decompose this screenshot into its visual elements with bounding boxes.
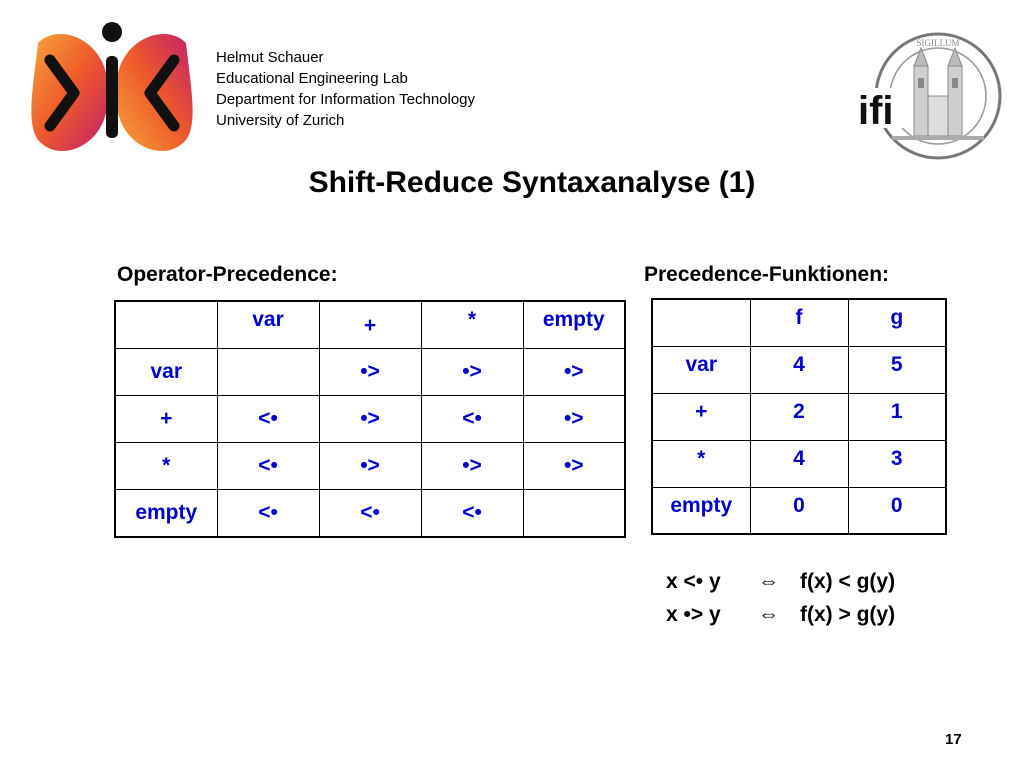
table-cell: •>: [522, 394, 626, 444]
table-row: + <• •> <• •>: [114, 394, 626, 444]
table-cell: •>: [420, 347, 524, 396]
table-row: * 4 3: [651, 439, 947, 488]
table-cell: •>: [318, 394, 422, 444]
table-cell: •>: [522, 442, 626, 491]
table-cell: <•: [216, 489, 320, 538]
page-number: 17: [945, 731, 962, 748]
svg-text:ifi: ifi: [858, 89, 894, 133]
ik-logo: [28, 18, 196, 164]
corner-cell: [114, 300, 218, 349]
table-row: var 4 5: [651, 345, 947, 394]
row-header: +: [114, 394, 218, 444]
row-header: var: [651, 345, 751, 394]
author-name: Helmut Schauer: [216, 49, 324, 66]
table-cell: 1: [847, 392, 947, 441]
precedence-functions-label: Precedence-Funktionen:: [644, 263, 890, 286]
table-cell: [522, 489, 626, 538]
table-cell: [216, 347, 320, 396]
table-cell: 4: [749, 439, 849, 488]
relation-left: x <• y: [666, 570, 721, 593]
table-cell: 2: [749, 392, 849, 441]
table-cell: •>: [318, 442, 422, 491]
corner-cell: [651, 298, 751, 347]
table-header-row: f g: [651, 298, 947, 347]
table-cell: •>: [522, 347, 626, 396]
svg-text:SIGILLUM: SIGILLUM: [917, 38, 960, 48]
operator-precedence-table: var + * empty var •> •> •> + <• •> <• •>…: [114, 300, 626, 538]
relation-left: x •> y: [666, 603, 721, 626]
equivalence-icon: ⇔: [758, 603, 779, 626]
table-cell: •>: [420, 442, 524, 491]
university-name: University of Zurich: [216, 112, 345, 129]
row-header: empty: [114, 489, 218, 538]
header-cell: g: [847, 298, 947, 347]
slide-title: Shift-Reduce Syntaxanalyse (1): [308, 166, 756, 199]
operator-precedence-label: Operator-Precedence:: [117, 263, 338, 286]
equivalence-icon: ⇔: [758, 570, 779, 593]
table-cell: <•: [216, 394, 320, 444]
table-header-row: var + * empty: [114, 300, 626, 349]
header-cell: empty: [522, 300, 626, 349]
table-row: + 2 1: [651, 392, 947, 441]
table-row: empty <• <• <•: [114, 489, 626, 538]
table-cell: 5: [847, 345, 947, 394]
table-cell: 4: [749, 345, 849, 394]
row-header: var: [114, 347, 218, 396]
header-cell: var: [216, 300, 320, 349]
row-header: *: [114, 442, 218, 491]
author-info: Helmut Schauer Educational Engineering L…: [216, 47, 475, 131]
table-cell: 3: [847, 439, 947, 488]
relation-right: f(x) > g(y): [800, 603, 896, 626]
precedence-functions-table: f g var 4 5 + 2 1 * 4 3 empty 0 0: [651, 298, 947, 535]
table-row: empty 0 0: [651, 486, 947, 535]
department-name: Department for Information Technology: [216, 91, 476, 108]
row-header: +: [651, 392, 751, 441]
table-cell: <•: [420, 394, 524, 444]
header-cell: +: [318, 300, 422, 349]
table-row: var •> •> •>: [114, 347, 626, 396]
table-cell: 0: [847, 486, 947, 535]
table-cell: 0: [749, 486, 849, 535]
lab-name: Educational Engineering Lab: [216, 70, 408, 87]
ifi-seal: SIGILLUM ifi: [852, 26, 1002, 168]
table-cell: <•: [318, 489, 422, 538]
table-cell: <•: [420, 489, 524, 538]
header-cell: *: [420, 300, 524, 349]
relation-right: f(x) < g(y): [800, 570, 896, 593]
row-header: empty: [651, 486, 751, 535]
header-cell: f: [749, 298, 849, 347]
table-row: * <• •> •> •>: [114, 442, 626, 491]
row-header: *: [651, 439, 751, 488]
table-cell: •>: [318, 347, 422, 396]
table-cell: <•: [216, 442, 320, 491]
